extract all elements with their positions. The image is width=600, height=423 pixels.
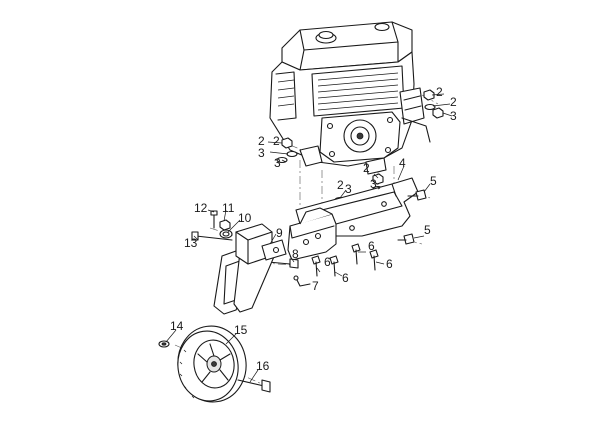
callout-2-engine-right: 2 — [450, 95, 457, 109]
callout-13-axle-bolt: 13 — [184, 236, 198, 250]
callout-9-bracket: 9 — [276, 226, 283, 240]
wheel-arm-bracket — [191, 210, 287, 315]
callout-2-engine-left-b: 2 — [273, 134, 280, 148]
callout-2-plate-right: 2 — [363, 161, 370, 175]
bolts — [267, 189, 427, 287]
callout-10-spacer: 10 — [238, 211, 252, 225]
callout-6-bolt-a: 6 — [368, 239, 375, 253]
callout-6-bolt-b: 6 — [386, 257, 393, 271]
leader-lines — [165, 93, 453, 383]
callout-6-bolt-c: 6 — [324, 255, 331, 269]
callout-11-nut: 11 — [222, 201, 235, 215]
callout-2-engine-left: 2 — [258, 134, 265, 148]
callout-6-bolt-d: 6 — [342, 271, 349, 285]
frame-bracket — [287, 207, 337, 261]
callout-3-engine-left: 3 — [258, 146, 265, 160]
wheel — [158, 325, 271, 403]
callout-7-pin: 7 — [312, 279, 319, 293]
callout-5-bolt-upper: 5 — [430, 174, 437, 188]
callout-2-plate-left: 2 — [337, 178, 344, 192]
callout-3-plate-left: 3 — [345, 182, 352, 196]
callout-16-wheel-bolt: 16 — [256, 359, 270, 373]
callout-15-wheel: 15 — [234, 323, 248, 337]
callout-2-engine-right-top: 2 — [436, 85, 443, 99]
callout-8-bolt: 8 — [292, 247, 299, 261]
callout-12-screw: 12 — [194, 201, 208, 215]
callout-5-bolt-lower: 5 — [424, 223, 431, 237]
callout-4-mounting-plate: 4 — [399, 156, 406, 170]
callout-14-spacer: 14 — [170, 319, 184, 333]
callout-3-plate-right: 3 — [370, 177, 377, 191]
callout-3-engine-left-b: 3 — [274, 156, 281, 170]
engine — [269, 21, 431, 175]
callout-labels: 2 2 3 2 2 3 3 2 3 2 3 4 5 5 6 6 6 6 7 8 … — [170, 85, 457, 373]
callout-3-engine-right: 3 — [450, 109, 457, 123]
